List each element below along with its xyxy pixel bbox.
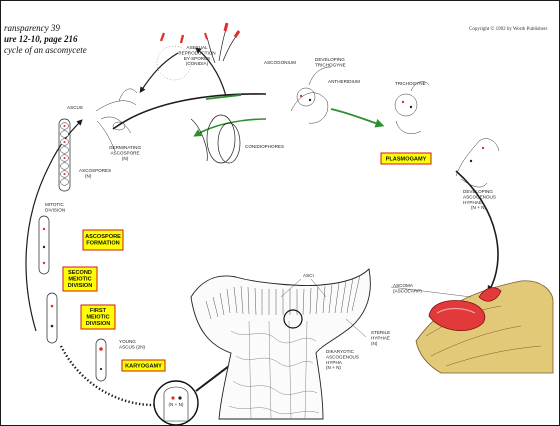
ascus-stage-2 (39, 216, 49, 274)
ascogonium-drawing (291, 67, 331, 123)
svg-text:ASCOSPORES(n): ASCOSPORES(n) (79, 168, 111, 178)
label-conidiophores: CONIDIOPHORES (245, 144, 284, 149)
label-sterile-1: STERILE (371, 330, 390, 335)
box-first-meiotic-3: DIVISION (86, 321, 111, 327)
ascoma-drawing (416, 281, 553, 373)
box-plasmogamy-text: PLASMOGAMY (386, 157, 427, 163)
box-second-meiotic-3: DIVISION (68, 283, 93, 289)
label-ascospores-1: ASCOSPORES (79, 168, 111, 173)
arrow-left-arc (26, 166, 49, 331)
label-developing-trichogyne-1: DEVELOPING (315, 57, 345, 62)
arrow-to-plasmogamy (331, 109, 381, 125)
box-first-meiotic-2: MEIOTIC (86, 314, 109, 320)
label-germinating-2: ASCOSPORE (110, 150, 139, 155)
label-nuclei: (n + n) (169, 402, 184, 407)
label-asexual-4: (CONIDIA) (186, 61, 209, 66)
box-ascospore-formation-1: ASCOSPORE (85, 234, 121, 240)
label-ascospores-2: (n) (85, 173, 92, 178)
label-dev-ascogenous-2: ASCOGENOUS (463, 194, 496, 199)
ascus-stage-3 (47, 293, 57, 343)
box-karyogamy-text: KARYOGAMY (125, 364, 162, 370)
label-ascoma-1: ASCOMA (393, 283, 414, 288)
label-germinating-3: (n) (122, 156, 129, 161)
label-mitotic-1: MITOTIC (45, 202, 64, 207)
label-ascus: ASCUS (67, 105, 83, 110)
label-dev-ascogenous-3: HYPHAE (463, 200, 482, 205)
label-asci: ASCI (303, 273, 314, 278)
arrow-conidia (196, 119, 266, 135)
arrow-to-ascogonium (113, 94, 266, 129)
box-second-meiotic-2: MEIOTIC (68, 276, 91, 282)
label-sterile-3: (n) (371, 341, 378, 346)
label-sterile-2: HYPHAE (371, 335, 390, 340)
label-dikaryotic-3: HYPHA (326, 360, 343, 365)
svg-text:ASCOMA(ASCOCARP): ASCOMA(ASCOCARP) (393, 283, 422, 293)
germinating-ascospore-drawing (96, 89, 137, 151)
label-mitotic-2: DIVISION (45, 207, 65, 212)
label-dikaryotic-1: DIKARYOTIC (326, 349, 355, 354)
label-asexual-2: REPRODUCTION (178, 50, 215, 55)
arrow-from-asexual (141, 53, 178, 91)
arrow-bottom-dotted (61, 346, 156, 405)
label-trichogyne: TRICHOGYNE (395, 81, 426, 86)
label-young-ascus-1: YOUNG (119, 339, 136, 344)
box-second-meiotic-1: SECOND (68, 270, 92, 276)
box-plasmogamy: PLASMOGAMY (381, 153, 431, 164)
label-dikaryotic-4: (n + n) (326, 365, 341, 370)
label-antheridium: ANTHERIDIUM (328, 79, 360, 84)
box-karyogamy: KARYOGAMY (122, 360, 165, 371)
label-dikaryotic-2: ASCOGENOUS (326, 354, 359, 359)
label-germinating-1: GERMINATING (109, 145, 141, 150)
trichogyne-drawing (395, 82, 429, 134)
label-young-ascus-2: ASCUS (2n) (119, 344, 146, 349)
label-asexual-3: BY SPORES (184, 56, 210, 61)
box-ascospore-formation-2: FORMATION (86, 241, 119, 247)
label-ascogonium: ASCOGONIUM (264, 60, 296, 65)
box-first-meiotic-1: FIRST (90, 308, 107, 314)
label-dev-ascogenous-4: (n + n) (471, 205, 486, 210)
label-asexual-1: ASEXUAL (186, 45, 208, 50)
developing-ascogenous-hyphae-drawing (456, 139, 499, 187)
label-developing-trichogyne-2: TRICHOGYNE (315, 62, 346, 67)
young-ascus-shape (96, 339, 106, 381)
ascoma-cross-section (191, 269, 370, 419)
label-dev-ascogenous-1: DEVELOPING (463, 189, 493, 194)
